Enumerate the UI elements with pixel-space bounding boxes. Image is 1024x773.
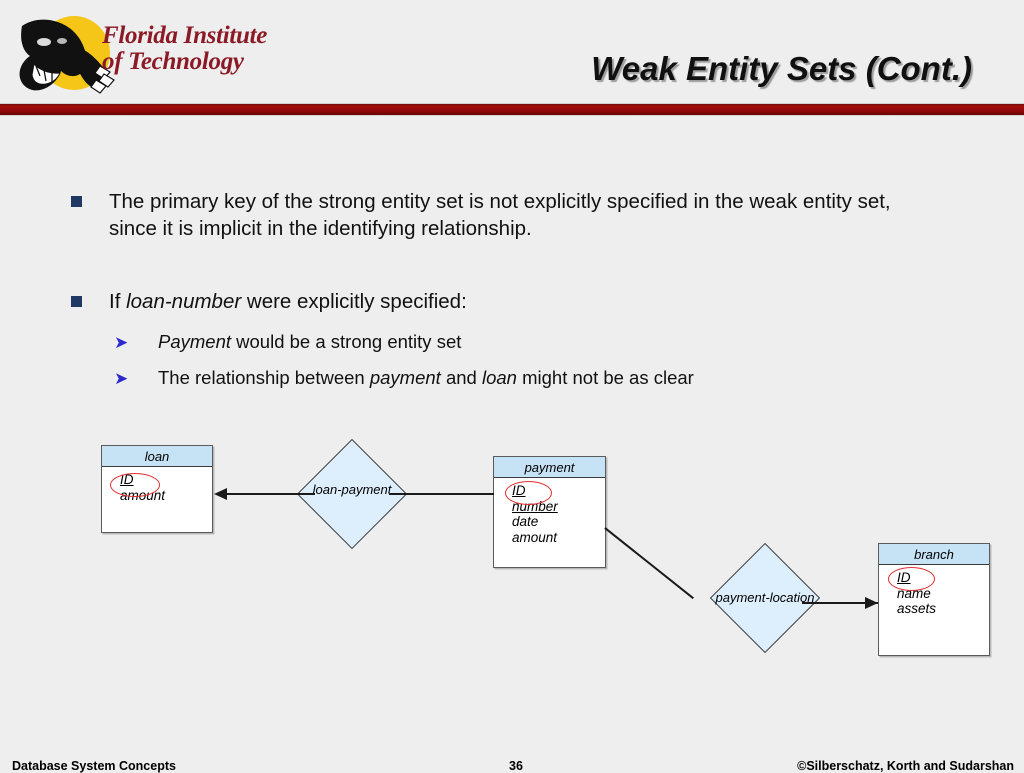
sub-bullet-text-emphasis: loan [481,367,517,388]
bullet-text: The primary key of the strong entity set… [109,190,891,240]
attribute-number: number [512,498,558,514]
relationship-loan-payment-label: loan-payment [312,482,392,497]
slide-header: Florida Institute of Technology Weak Ent… [0,0,1024,103]
footer-copyright: ©Silberschatz, Korth and Sudarshan [797,759,1014,773]
institution-wordmark: Florida Institute of Technology [102,22,268,75]
bullet-text-segment: If [109,290,127,313]
bullet-item: The primary key of the strong entity set… [68,188,929,242]
slide-content: The primary key of the strong entity set… [0,116,1024,390]
sub-bullet-text-emphasis: Payment [158,331,232,352]
sub-bullet-item: ➤ The relationship between payment and l… [112,365,958,390]
title-divider-rule [0,103,1024,116]
footer-book-title: Database System Concepts [12,759,176,773]
connector-payment-location-to-branch [802,602,878,604]
arrow-bullet-icon: ➤ [114,333,129,352]
sub-bullet-item: ➤ Payment would be a strong entity set [112,329,958,354]
arrowhead-to-branch [865,597,878,609]
entity-loan-title: loan [102,446,212,467]
bullet-item: If loan-number were explicitly specified… [68,288,929,315]
attribute-date: date [512,514,539,529]
connector-loan-payment-to-loan [227,493,315,495]
square-bullet-icon [71,196,82,207]
entity-branch-title: branch [879,544,989,565]
sub-bullet-text-segment: would be a strong entity set [231,331,462,352]
entity-loan-attributes: ID amount [102,467,212,503]
attribute-assets: assets [897,601,937,616]
attribute-id: ID [120,472,134,487]
attribute-amount: amount [120,487,166,503]
relationship-payment-location-label: payment-location [715,590,815,605]
entity-payment-attributes: ID number date amount [494,478,605,545]
page-title: Weak Entity Sets (Cont.) [591,50,972,87]
attribute-amount: amount [512,529,558,545]
entity-branch-attributes: ID name assets [879,565,989,617]
sub-bullet-text-segment: might not be as clear [516,367,694,388]
entity-loan: loan ID amount [101,445,213,533]
bullet-text-segment: were explicitly specified: [241,290,467,313]
sub-bullet-text-segment: The relationship between [158,367,370,388]
sub-bullet-text-emphasis: payment [369,367,441,388]
attribute-id: ID [512,483,526,498]
institution-logo: Florida Institute of Technology [14,6,267,98]
attribute-id: ID [897,570,911,585]
bullet-text-emphasis: loan-number [126,290,242,313]
sub-bullet-text-segment: and [440,367,482,388]
arrow-bullet-icon: ➤ [114,369,129,388]
square-bullet-icon [71,296,82,307]
connector-payment-to-payment-location [604,527,694,599]
footer-page-number: 36 [509,759,523,773]
entity-payment-title: payment [494,457,605,478]
attribute-name: name [897,585,931,601]
entity-branch: branch ID name assets [878,543,990,656]
entity-payment: payment ID number date amount [493,456,606,568]
connector-payment-to-loan-payment [389,493,494,495]
panther-logo-icon [19,16,115,94]
arrowhead-to-loan [214,488,227,500]
